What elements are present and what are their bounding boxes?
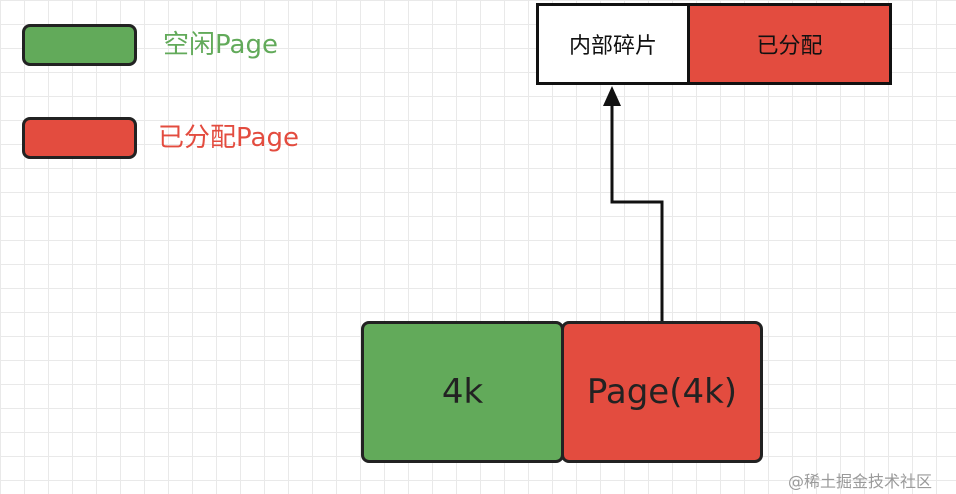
watermark: @稀土掘金技术社区 [788, 472, 933, 491]
internal-fragment-box: 内部碎片 [536, 3, 690, 85]
legend-free-label: 空闲Page [163, 30, 278, 60]
legend-allocated-label: 已分配Page [158, 123, 299, 153]
allocated-detail-label: 已分配 [756, 34, 823, 59]
free-4k-label: 4k [441, 372, 484, 412]
free-4k-block: 4k [361, 321, 564, 463]
legend-allocated-swatch [22, 117, 137, 159]
page-4k-label: Page(4k) [586, 372, 738, 412]
page-4k-block: Page(4k) [561, 321, 763, 463]
legend-free-swatch [22, 24, 137, 66]
allocated-detail-box: 已分配 [687, 3, 892, 85]
internal-fragment-label: 内部碎片 [568, 34, 657, 59]
